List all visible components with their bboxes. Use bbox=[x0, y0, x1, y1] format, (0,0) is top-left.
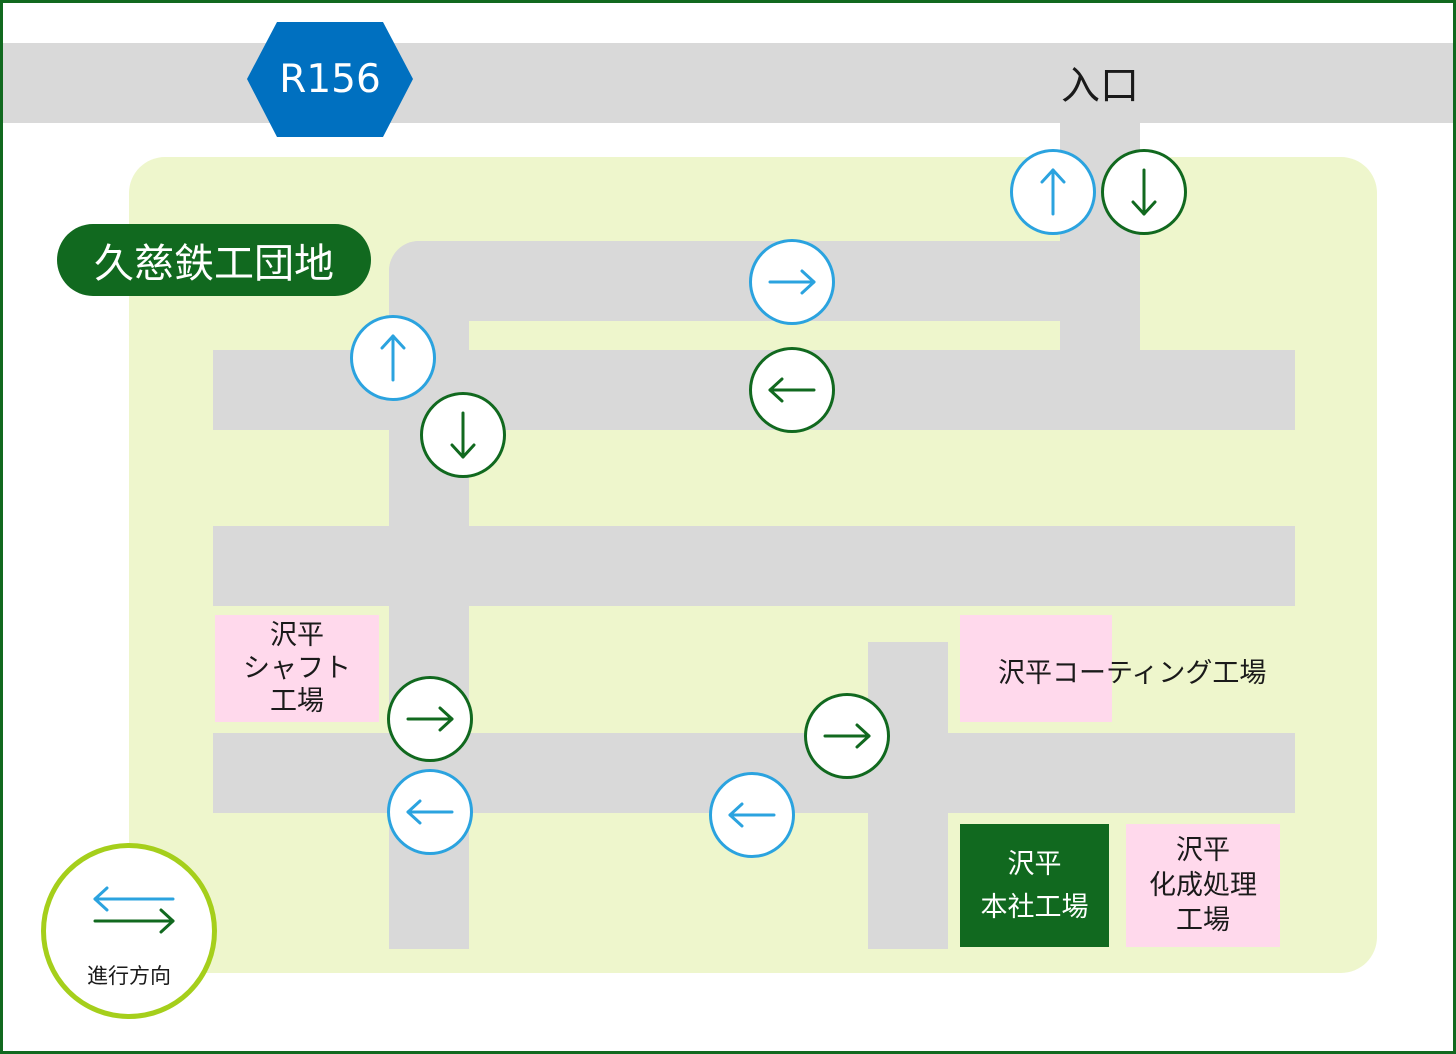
route-sign: R156 bbox=[247, 22, 413, 137]
route-sign-hexagon bbox=[247, 22, 413, 137]
building-sawahira-chemical: 沢平 化成処理 工場 bbox=[1126, 824, 1280, 947]
arrow-south-left bbox=[387, 769, 473, 855]
route-sign-label: R156 bbox=[279, 57, 381, 102]
building-sawahira-shaft: 沢平 シャフト 工場 bbox=[215, 615, 379, 722]
building-sawahira-coating-label: 沢平コーティング工場 bbox=[998, 658, 1267, 689]
south-branch-road bbox=[868, 642, 948, 949]
building-sawahira-coating bbox=[960, 615, 1112, 722]
arrow-west-up bbox=[350, 315, 436, 401]
legend-arrows-icon bbox=[93, 886, 175, 934]
arrow-south-right bbox=[387, 676, 473, 762]
estate-name-badge: 久慈鉄工団地 bbox=[57, 224, 371, 296]
arrow-top-right bbox=[749, 239, 835, 325]
route-road bbox=[3, 43, 1453, 123]
legend: 進行方向 bbox=[41, 843, 217, 1019]
building-sawahira-hq: 沢平 本社工場 bbox=[960, 824, 1109, 947]
entrance-label: 入口 bbox=[1060, 64, 1139, 109]
arrow-center-left bbox=[709, 772, 795, 858]
legend-label: 進行方向 bbox=[87, 964, 171, 988]
arrow-top-left bbox=[749, 347, 835, 433]
arrow-entrance-up bbox=[1010, 149, 1096, 235]
arrow-entrance-down bbox=[1101, 149, 1187, 235]
middle-road bbox=[213, 526, 1295, 606]
arrow-center-right bbox=[804, 693, 890, 779]
arrow-west-down bbox=[420, 392, 506, 478]
